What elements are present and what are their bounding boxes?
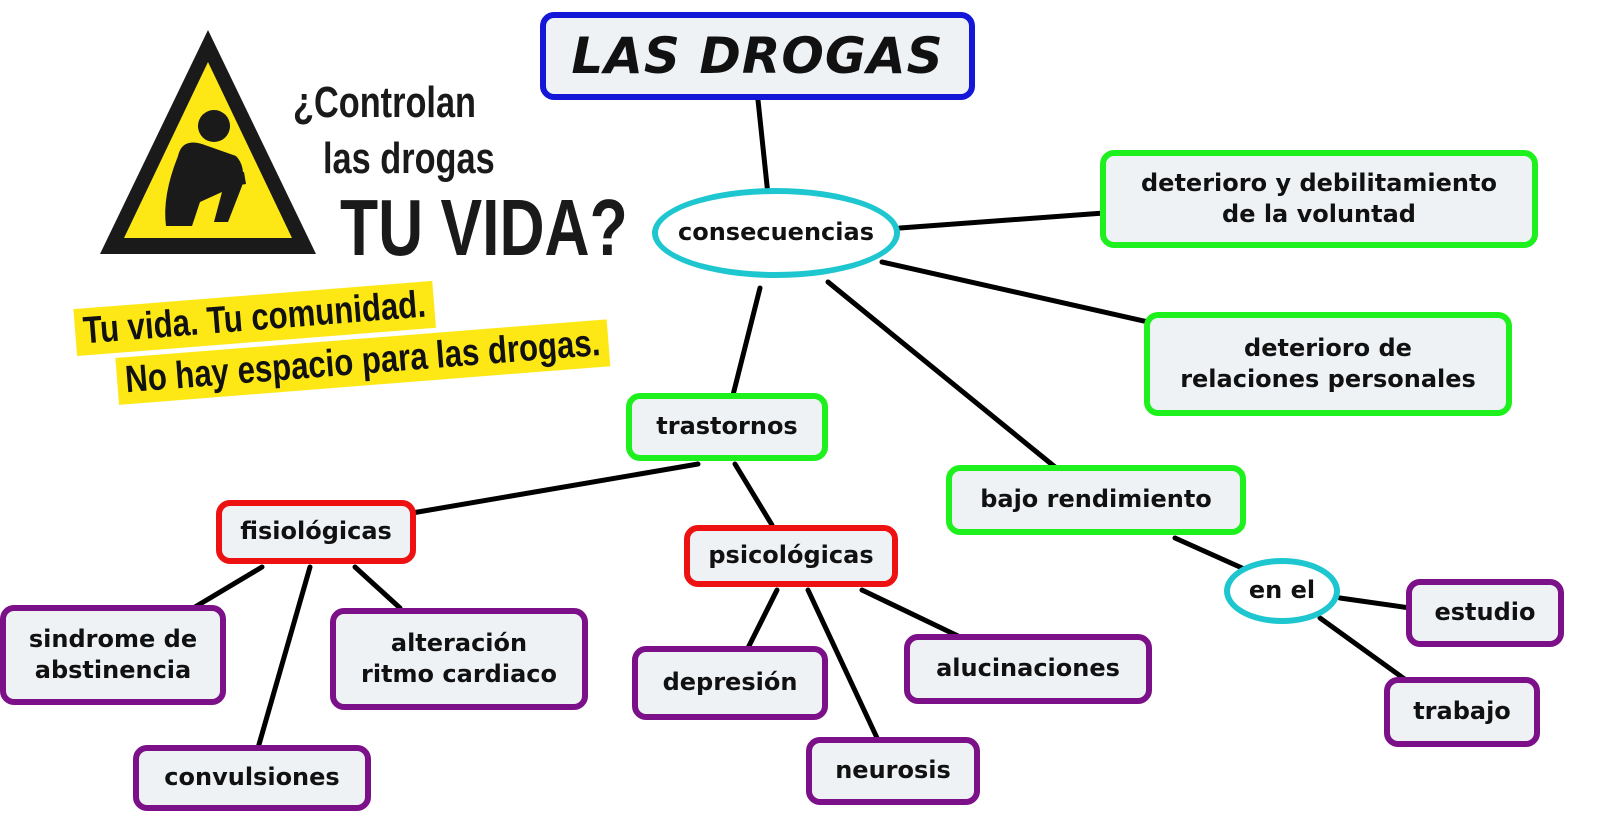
edge-fisiologicas-convulsiones xyxy=(255,564,313,751)
edge-rendimiento-enel xyxy=(1172,535,1245,571)
node-trabajo-label: trabajo xyxy=(1413,697,1511,726)
edge-enel-trabajo xyxy=(1317,615,1413,686)
node-neurosis: neurosis xyxy=(806,737,980,805)
edge-psicologicas-neurosis xyxy=(805,587,881,743)
edge-fisiologicas-alteracion xyxy=(352,564,403,611)
edge-title-consecuencias xyxy=(755,97,771,198)
node-estudio-label: estudio xyxy=(1434,598,1536,627)
poster-slogan: Tu vida. Tu comunidad. No hay espacio pa… xyxy=(62,246,660,414)
node-alteracion-ritmo: alteración ritmo cardiaco xyxy=(330,608,588,710)
node-deterioro-voluntad: deterioro y debilitamiento de la volunta… xyxy=(1100,150,1538,248)
node-deterioro-relaciones-line1: deterioro de xyxy=(1244,333,1412,362)
edge-fisiologicas-sindrome xyxy=(192,564,265,610)
node-deterioro-voluntad-line2: de la voluntad xyxy=(1222,200,1416,228)
node-trastornos: trastornos xyxy=(626,393,828,461)
node-sindrome-line2: abstinencia xyxy=(34,656,192,684)
node-convulsiones-label: convulsiones xyxy=(164,763,340,792)
node-depresion-label: depresión xyxy=(662,668,798,697)
node-alteracion-line1: alteración xyxy=(390,628,528,657)
node-deterioro-voluntad-line1: deterioro y debilitamiento xyxy=(1141,168,1497,197)
edge-trastornos-fisiologicas xyxy=(409,461,701,516)
edge-enel-estudio xyxy=(1337,595,1413,611)
node-consecuencias-label: consecuencias xyxy=(678,218,874,247)
page-title: LAS DROGAS xyxy=(571,26,944,85)
edge-trastornos-psicologicas xyxy=(732,461,775,528)
node-bajo-rendimiento-label: bajo rendimiento xyxy=(980,485,1212,514)
node-alucinaciones-label: alucinaciones xyxy=(936,654,1120,683)
poster-question-line1: ¿Controlan xyxy=(293,78,477,127)
node-estudio: estudio xyxy=(1406,579,1564,647)
node-trastornos-label: trastornos xyxy=(656,412,798,441)
node-en-el: en el xyxy=(1224,558,1340,624)
poster-question-line2: las drogas xyxy=(323,134,495,183)
title-node: LAS DROGAS xyxy=(540,12,975,100)
node-psicologicas: psicológicas xyxy=(684,525,898,587)
node-trabajo: trabajo xyxy=(1384,677,1540,747)
drug-warning-poster: ¿Controlan las drogas TU VIDA? Tu vida. … xyxy=(0,0,660,440)
node-deterioro-relaciones: deterioro de relaciones personales xyxy=(1144,312,1512,416)
node-fisiologicas-label: fisiológicas xyxy=(240,517,392,546)
node-psicologicas-label: psicológicas xyxy=(708,541,874,570)
warning-triangle-icon xyxy=(100,30,316,254)
edge-consecuencias-voluntad xyxy=(897,210,1107,231)
node-bajo-rendimiento: bajo rendimiento xyxy=(946,465,1246,535)
node-en-el-label: en el xyxy=(1248,576,1316,605)
node-sindrome-abstinencia: sindrome de abstinencia xyxy=(0,605,226,705)
node-neurosis-label: neurosis xyxy=(835,756,951,785)
edge-consecuencias-trastornos xyxy=(730,285,763,398)
poster-question-line3: TU VIDA? xyxy=(340,183,628,272)
edge-consecuencias-relaciones xyxy=(879,259,1151,325)
node-alteracion-line2: ritmo cardiaco xyxy=(361,660,557,688)
node-convulsiones: convulsiones xyxy=(133,745,371,811)
node-alucinaciones: alucinaciones xyxy=(904,634,1152,704)
node-consecuencias: consecuencias xyxy=(652,188,900,278)
node-sindrome-line1: sindrome de xyxy=(28,624,198,653)
node-depresion: depresión xyxy=(632,646,828,720)
node-deterioro-relaciones-line2: relaciones personales xyxy=(1180,365,1476,393)
edge-psicologicas-depresion xyxy=(745,587,780,651)
edge-psicologicas-alucinaciones xyxy=(859,587,961,639)
edge-consecuencias-rendimiento xyxy=(825,279,1058,470)
node-fisiologicas: fisiológicas xyxy=(216,500,416,564)
